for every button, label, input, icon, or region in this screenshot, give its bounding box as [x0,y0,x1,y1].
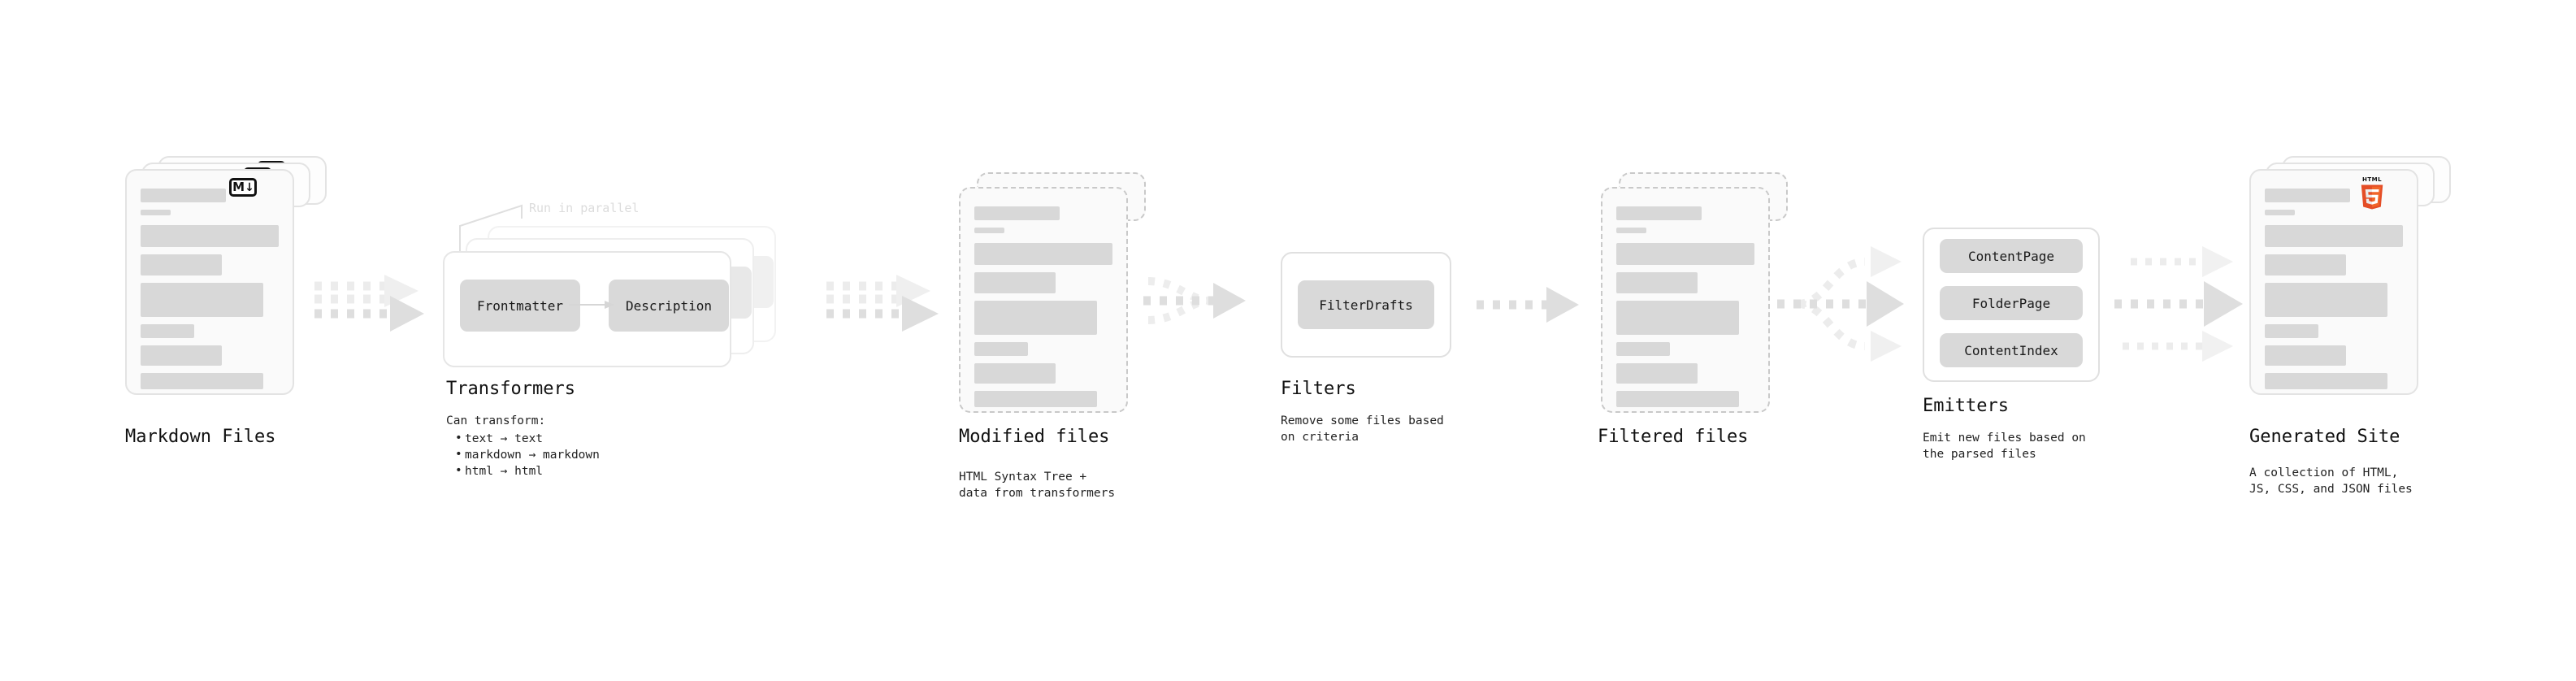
run-in-parallel-label: Run in parallel [529,201,640,215]
content-bar [974,243,1112,265]
transformer-node-description[interactable]: Description [609,280,729,332]
arrow-modified-to-filters [1143,277,1246,324]
content-bar [141,225,279,247]
content-bar [974,272,1056,293]
emitters-title: Emitters [1923,396,2009,416]
content-bar [1616,342,1671,356]
emitters-subtitle: Emit new files based on the parsed files [1923,432,2086,461]
emitter-node-folderpage[interactable]: FolderPage [1940,286,2083,320]
file-content-bars [141,189,279,389]
content-bar [1616,301,1740,335]
file-content-bars [2265,189,2403,389]
content-bar [974,391,1098,407]
filter-node-filterdrafts[interactable]: FilterDrafts [1298,280,1434,329]
content-bar [2265,373,2388,389]
file-content-bars [1616,206,1754,407]
list-item: text → text [453,430,600,447]
content-bar [1616,206,1702,220]
content-bar [974,363,1056,384]
content-bar [2265,324,2319,338]
arrow-filtered-to-emitters [1777,246,1904,362]
content-bar [141,283,264,317]
transformers-subtitle-heading: Can transform: [446,414,546,427]
emitter-node-contentpage[interactable]: ContentPage [1940,239,2083,273]
markdown-icon: M↓ [229,178,257,197]
arrow-emitters-to-site [2114,246,2243,362]
filtered-file-card-front [1601,187,1770,413]
content-bar [974,228,1005,233]
emitter-node-contentindex[interactable]: ContentIndex [1940,333,2083,367]
modified-file-card-front [959,187,1128,413]
content-bar [1616,243,1754,265]
file-content-bars [974,206,1112,407]
arrow-markdown-to-transformers [314,275,424,332]
filtered-files-title: Filtered files [1598,427,1749,447]
content-bar [1616,272,1698,293]
site-file-card-html [2249,169,2418,395]
html5-icon: HTML [2358,176,2386,210]
content-bar [141,373,264,389]
generated-site-subtitle: A collection of HTML, JS, CSS, and JSON … [2249,466,2413,496]
content-bar [141,189,227,202]
transformer-arrow [569,301,614,309]
filters-subtitle: Remove some files based on criteria [1281,414,1444,444]
list-item: html → html [453,462,600,479]
content-bar [1616,391,1740,407]
content-bar [141,210,171,215]
content-bar [141,324,195,338]
markdown-file-card-front [125,169,294,395]
content-bar [141,254,223,275]
transformers-title: Transformers [446,379,575,399]
markdown-badge-letter: M [232,180,245,194]
content-bar [2265,254,2347,275]
html5-icon-label: HTML [2361,176,2383,183]
content-bar [974,342,1029,356]
content-bar [2265,283,2388,317]
modified-files-subtitle: HTML Syntax Tree + data from transformer… [959,471,1116,500]
generated-site-title: Generated Site [2249,427,2400,447]
list-item: markdown → markdown [453,446,600,463]
content-bar [974,301,1098,335]
run-in-parallel-bracket [459,204,523,251]
arrow-filters-to-filtered [1477,287,1579,323]
markdown-files-title: Markdown Files [125,427,276,447]
transformer-node-frontmatter[interactable]: Frontmatter [460,280,580,332]
arrow-transformers-to-modified [826,275,939,332]
filters-title: Filters [1281,379,1356,399]
content-bar [1616,363,1698,384]
content-bar [141,345,223,366]
markdown-badge-arrow: ↓ [245,180,254,194]
modified-files-title: Modified files [959,427,1110,447]
content-bar [2265,345,2347,366]
transformers-bullet-list: text → text markdown → markdown html → h… [453,430,600,479]
content-bar [974,206,1060,220]
content-bar [2265,210,2296,215]
content-bar [1616,228,1647,233]
content-bar [2265,225,2403,247]
content-bar [2265,189,2351,202]
